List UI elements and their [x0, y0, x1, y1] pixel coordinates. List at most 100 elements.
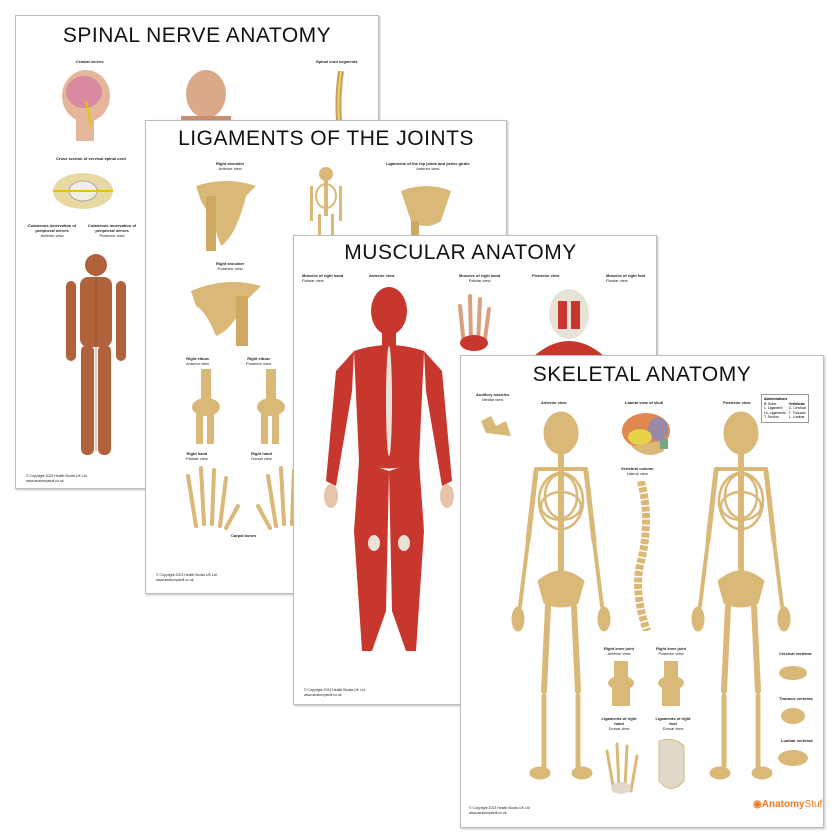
abbreviation: B. Bone	[764, 401, 777, 406]
section-heading: Cross section of cervical spinal cord	[56, 156, 126, 161]
anatomystuff-logo: ◉AnatomyStuff	[753, 799, 824, 810]
knee-illustrations	[608, 661, 684, 706]
head-illustration	[62, 70, 110, 141]
heading-text: Right knee joint	[656, 646, 686, 651]
section-heading: Anterior view	[369, 273, 395, 278]
heading-text: Muscles of right hand	[459, 273, 501, 278]
section-heading: Cervical vertebra	[779, 651, 812, 656]
elbow-illustrations	[192, 369, 285, 444]
abbreviation: L. Ligament	[764, 406, 783, 410]
view-label: Anterior view	[416, 166, 440, 171]
section-heading: Posterior view	[723, 400, 751, 405]
view-label: Dorsal view	[251, 456, 272, 461]
view-label: Dorsal view	[608, 726, 630, 731]
vertebrae-title: Vertebrae	[788, 401, 805, 406]
section-heading: Posterior view	[532, 273, 560, 278]
section-heading: Lateral view of skull	[625, 400, 664, 405]
view-label: Palmar view	[302, 278, 324, 283]
website-text: www.anatomystuff.co.uk	[156, 577, 194, 582]
section-heading: Lumbar vertebra	[781, 738, 813, 743]
heading-text: Right hand	[186, 451, 208, 456]
heading-text: Ligaments of right foot	[655, 716, 691, 726]
body-anterior-illustration	[66, 254, 126, 455]
heading-text: Muscles of right hand	[302, 273, 344, 278]
vertebrae-illustrations	[778, 666, 808, 766]
logo-icon: ◉	[753, 799, 762, 810]
heading-text: Cutaneous innervation of peripheral nerv…	[87, 223, 137, 233]
view-label: Posterior view	[217, 266, 243, 271]
copyright-text: © Copyright 2023 Health Books UK Ltd	[156, 573, 217, 577]
view-label: Anterior view	[186, 361, 210, 366]
view-label: Dorsal view	[662, 726, 684, 731]
heading-text: Vertebral column	[621, 466, 654, 471]
lateral-skull-illustration	[622, 413, 670, 455]
website-text: www.anatomystuff.co.uk	[304, 692, 342, 697]
section-heading: Spinal cord segments	[316, 59, 358, 64]
muscular-body-anterior-illustration	[324, 287, 454, 651]
section-heading: Cutaneous innervation of peripheral nerv…	[26, 223, 78, 238]
heading-text: Auditory ossicles	[476, 392, 510, 397]
view-label: Plantar view	[606, 278, 628, 283]
section-heading: Cutaneous innervation of peripheral nerv…	[86, 223, 138, 238]
skeleton-posterior-illustration	[691, 411, 791, 780]
spinal-cord-cross-section	[53, 173, 113, 209]
abbreviation: L. Lumbar	[788, 415, 805, 419]
logo-text: Anatomy	[761, 799, 805, 810]
heading-text: Right knee joint	[604, 646, 634, 651]
copyright-text: © Copyright 2023 Health Books UK Ltd	[469, 806, 530, 810]
view-label: Anterior view	[607, 651, 631, 656]
poster-title: LIGAMENTS OF THE JOINTS	[178, 127, 474, 150]
heading-text: Right shoulder	[216, 161, 245, 166]
shoulder-anterior-illustration	[196, 181, 256, 251]
ossicles-illustration	[481, 416, 511, 436]
shoulder-posterior-illustration	[191, 282, 261, 346]
heading-text: Ligaments of the hip joints and pelvic g…	[386, 161, 470, 166]
heading-text: Right shoulder	[216, 261, 245, 266]
abbreviation: C. Cervical	[788, 406, 806, 410]
muscular-hand-illustration	[458, 294, 491, 351]
heading-text: Cutaneous innervation of peripheral nerv…	[27, 223, 77, 233]
skeleton-small-illustration	[310, 167, 342, 241]
website-text: www.anatomystuff.co.uk	[26, 478, 64, 483]
heading-text: Ligaments of right hand	[601, 716, 637, 726]
hand-foot-ligament-illustrations	[605, 738, 685, 794]
heading-text: Right hand	[251, 451, 272, 456]
section-heading: Carpal bones	[231, 533, 257, 538]
view-label: Posterior view	[246, 361, 272, 366]
heading-text: Right elbow	[186, 356, 209, 361]
poster-title: SPINAL NERVE ANATOMY	[62, 24, 332, 47]
section-heading: Thoracic vertebra	[779, 696, 813, 701]
logo-text: Stuff	[804, 799, 824, 810]
view-label: Lateral view	[626, 471, 648, 476]
section-heading: Anterior view	[541, 400, 567, 405]
abbreviations-title: Abbreviations	[764, 397, 788, 401]
abbreviation: T. Tendon	[764, 415, 780, 419]
section-heading: Ligaments of the hip joints and pelvic g…	[386, 161, 470, 171]
poster-title: MUSCULAR ANATOMY	[344, 241, 577, 264]
website-text: www.anatomystuff.co.uk	[469, 810, 507, 815]
view-label: Palmar view	[186, 456, 208, 461]
view-label: Medial view	[482, 397, 504, 402]
section-heading: Cranial nerves	[76, 59, 104, 64]
view-label: Palmar view	[468, 278, 491, 283]
poster-title: SKELETAL ANATOMY	[532, 363, 752, 386]
